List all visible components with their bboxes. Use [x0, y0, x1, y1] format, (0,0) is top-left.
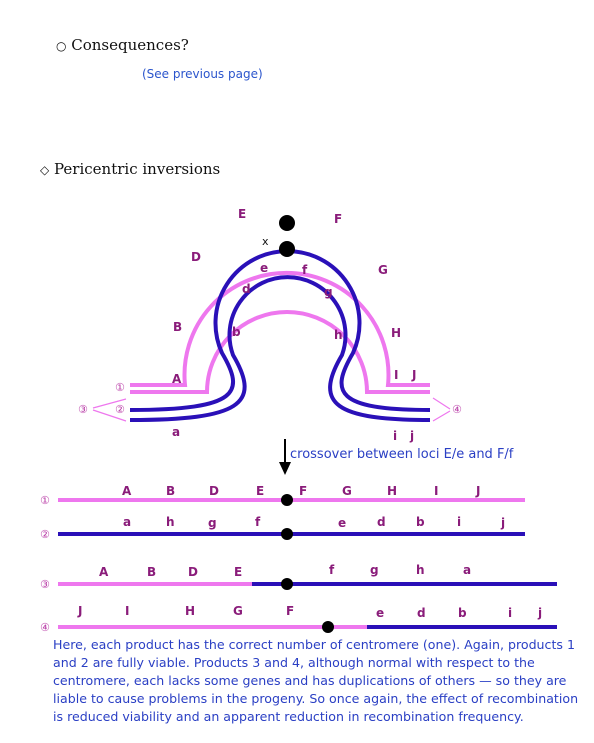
arrow-caption: crossover between loci E/e and F/f — [290, 447, 514, 462]
product-4-gene: j — [537, 606, 542, 620]
loop-label-d: d — [242, 282, 251, 296]
right-bracket — [432, 397, 451, 422]
circle-bullet-icon: ○ — [56, 39, 67, 53]
loop-label-b: b — [232, 325, 241, 339]
loop-number-2: ② — [115, 403, 125, 416]
loop-label-D: D — [191, 250, 201, 264]
loop-chromatid-1b — [130, 310, 430, 394]
product-2-centromere — [281, 528, 293, 540]
product-2-gene: e — [338, 516, 346, 530]
product-4-gene: d — [417, 606, 426, 620]
product-3-centromere — [281, 578, 293, 590]
see-previous-page-note: (See previous page) — [142, 67, 263, 81]
product-3-gene: f — [329, 563, 335, 577]
product-1-gene: B — [166, 484, 175, 498]
product-2-gene: i — [457, 515, 461, 529]
loop-label-B: B — [173, 320, 182, 334]
consequences-title: Consequences? — [71, 36, 189, 54]
product-3-gene: g — [370, 563, 379, 577]
paragraph-line: liable to cause problems in the progeny.… — [53, 691, 579, 706]
product-1-gene: G — [342, 484, 352, 498]
paragraph-line: centromere, each lacks some genes and ha… — [53, 673, 567, 688]
product-4-gene: H — [185, 604, 195, 618]
product-2-gene: f — [255, 515, 261, 529]
loop-label-G: G — [378, 263, 388, 277]
product-4-gene: e — [376, 606, 384, 620]
loop-label-H: H — [391, 326, 401, 340]
consequences-heading: ○ Consequences? — [56, 36, 189, 54]
loop-number-4: ④ — [452, 403, 462, 416]
product-1-centromere — [281, 494, 293, 506]
crossover-x-mark: x — [262, 235, 269, 248]
product-2-gene: j — [500, 516, 505, 530]
product-2-gene: d — [377, 515, 386, 529]
product-2-gene: b — [416, 515, 425, 529]
loop-label-E: E — [238, 207, 246, 221]
product-4-gene: J — [77, 604, 82, 618]
pericentric-heading: ◇ Pericentric inversions — [40, 160, 220, 178]
loop-chromatid-1 — [130, 270, 430, 387]
loop-label-J: J — [411, 368, 416, 382]
loop-chromatid-3 — [129, 275, 431, 422]
product-1-gene: J — [475, 484, 480, 498]
product-1-gene: E — [256, 484, 264, 498]
paragraph-line: is reduced viability and an apparent red… — [53, 709, 524, 724]
product-3-gene: a — [463, 563, 471, 577]
explanation-paragraph: Here, each product has the correct numbe… — [53, 636, 593, 726]
loop-label-i: i — [393, 429, 397, 443]
loop-label-a: a — [172, 425, 180, 439]
product-2-number: ② — [40, 528, 50, 541]
paragraph-line: Here, each product has the correct numbe… — [53, 637, 575, 652]
loop-number-1: ① — [115, 381, 125, 394]
product-2-gene: h — [166, 515, 175, 529]
loop-label-j: j — [409, 429, 414, 443]
product-2-gene: g — [208, 516, 217, 530]
product-4-centromere — [322, 621, 334, 633]
product-4-number: ④ — [40, 621, 50, 634]
down-arrow-head-icon — [279, 462, 291, 475]
product-1-gene: A — [122, 484, 132, 498]
product-1-gene: D — [209, 484, 219, 498]
product-4-gene: b — [458, 606, 467, 620]
product-4-gene: G — [233, 604, 243, 618]
loop-label-h: h — [334, 328, 343, 342]
diamond-bullet-icon: ◇ — [40, 163, 50, 177]
loop-label-f: f — [302, 263, 308, 277]
loop-label-I: I — [394, 368, 398, 382]
product-3-gene: A — [99, 565, 109, 579]
product-4-gene: i — [508, 606, 512, 620]
product-3-gene: E — [234, 565, 242, 579]
loop-label-F: F — [334, 212, 342, 226]
loop-centromere-upper — [279, 215, 295, 231]
product-1-gene: I — [434, 484, 438, 498]
product-3-gene: B — [147, 565, 156, 579]
product-4-gene: F — [286, 604, 294, 618]
product-1-gene: F — [299, 484, 307, 498]
loop-centromere-lower — [279, 241, 295, 257]
product-3-number: ③ — [40, 578, 50, 591]
product-2-gene: a — [123, 515, 131, 529]
loop-number-3: ③ — [78, 403, 88, 416]
product-1-gene: H — [387, 484, 397, 498]
left-bracket — [92, 398, 127, 422]
paragraph-line: and 2 are fully viable. Products 3 and 4… — [53, 655, 535, 670]
loop-label-A: A — [172, 372, 182, 386]
loop-label-g: g — [324, 285, 333, 299]
product-3-gene: D — [188, 565, 198, 579]
product-3-gene: h — [416, 563, 425, 577]
product-1-number: ① — [40, 494, 50, 507]
pericentric-title: Pericentric inversions — [54, 160, 221, 178]
loop-label-e: e — [260, 261, 268, 275]
product-4-gene: I — [125, 604, 129, 618]
